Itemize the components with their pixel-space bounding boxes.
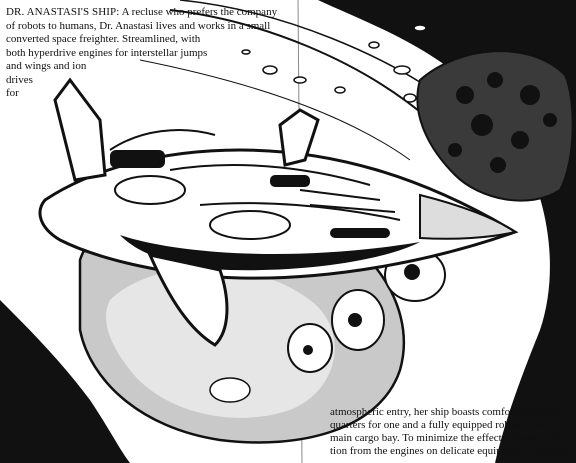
- caption-line: drives: [6, 73, 33, 86]
- asteroid-craters: [448, 72, 557, 173]
- caption-line: converted space freighter. Streamlined, …: [6, 33, 201, 45]
- caption-line: and wings and ion: [6, 60, 87, 72]
- caption-line: for: [6, 87, 19, 99]
- planet-highlight: [106, 268, 335, 418]
- ship-engine-dark: [110, 150, 390, 238]
- caption-line: of robots to humans, Dr. Anastasi lives …: [6, 19, 271, 32]
- ship-wing: [278, 108, 320, 167]
- caption-top: DR. ANASTASI'S SHIP: A recluse who prefe…: [6, 6, 306, 101]
- caption-line: both hyperdrive engines for interstellar…: [6, 46, 208, 59]
- caption-lead: DR. ANASTASI'S SHIP:: [6, 6, 120, 18]
- ship-nose: [419, 193, 518, 240]
- ship-hull-shadow: [120, 235, 420, 271]
- ship-wing: [53, 77, 107, 182]
- ship-engine-details: [109, 129, 401, 240]
- space-background-lower: [0, 300, 130, 463]
- planet-crater: [209, 377, 251, 403]
- ring-debris: [241, 24, 427, 103]
- ship-lower-fin: [147, 252, 229, 347]
- caption-line: A recluse who prefers the company: [121, 6, 278, 18]
- planet-ring-arc: [169, 9, 431, 121]
- planet-ring-arc: [139, 59, 411, 161]
